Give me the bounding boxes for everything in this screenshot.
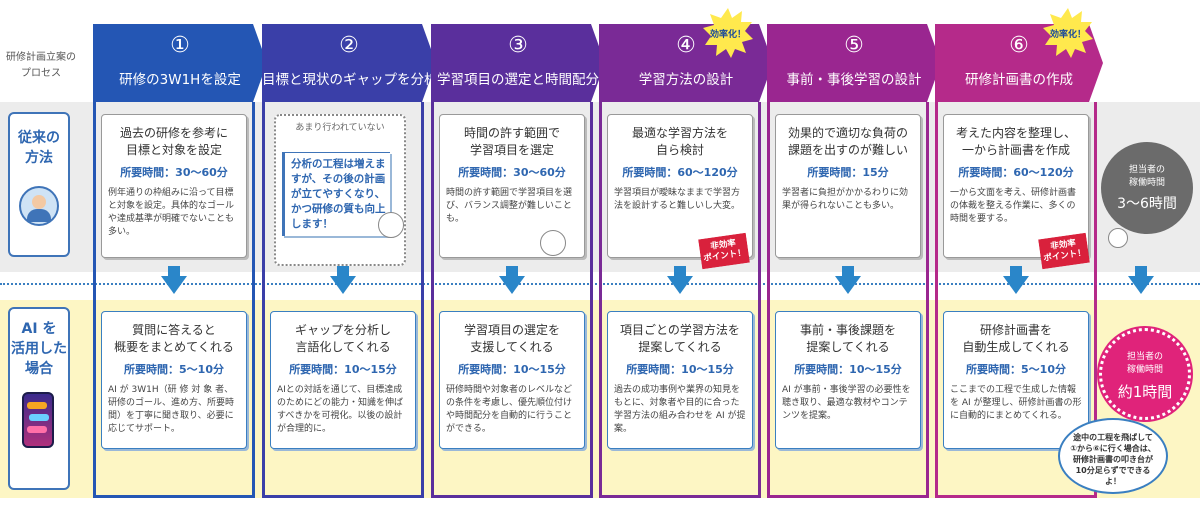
old-total-value: 3～6時間: [1117, 196, 1177, 212]
ai-card-desc: AI が事前・事後学習の必要性を聴き取り、最適な教材やコンテンツを提案。: [782, 385, 911, 421]
old-card-time: 所要時間：60～120分: [622, 166, 738, 179]
ai-card-time: 所要時間：5～10分: [966, 363, 1066, 376]
old-card-heading: 考えた内容を整理し、 一から計画書を作成: [955, 126, 1076, 157]
old-card-heading: 効果的で適切な負荷の 課題を出すのが難しい: [787, 126, 908, 157]
worker-icon: [19, 186, 59, 226]
down-arrow: [499, 266, 525, 294]
step-2-header: ② 目標と現状のギャップを分析: [262, 24, 436, 102]
step-2-number: ②: [339, 33, 359, 58]
row-label-ai-text: AI を 活用した 場合: [11, 321, 67, 377]
ai-card-2: ギャップを分析し 言語化してくれる 所要時間：10～15分 AIとの対話を通じて…: [270, 311, 416, 449]
down-arrow: [835, 266, 861, 294]
character-icon: [1108, 228, 1128, 248]
down-arrow: [161, 266, 187, 294]
ai-card-desc: AIとの対話を通じて、目標達成のためにどの能力・知識を伸ばすべきかを可視化。以後…: [277, 385, 404, 434]
process-label: 研修計画立案の プロセス: [6, 52, 76, 79]
ai-total-value: 約1時間: [1117, 383, 1173, 401]
ai-card-time: 所要時間：10～15分: [626, 363, 734, 376]
row-label-ai: AI を 活用した 場合: [8, 307, 70, 490]
old-card-desc: 学習者に負担がかかるわりに効果が得られないことも多い。: [782, 188, 909, 211]
step-1-title: 研修の3W1Hを設定: [119, 72, 241, 88]
ai-card-heading: 質問に答えると 概要をまとめてくれる: [114, 323, 234, 354]
old-card-heading: 時間の許す範囲で 学習項目を選定: [463, 126, 560, 157]
step-6-column: [935, 102, 1097, 498]
step-3-column: [431, 102, 593, 498]
old-card-heading: 最適な学習方法を 自ら検討: [631, 126, 728, 157]
shortcut-note-cloud: 途中の工程を飛ばして①から⑥に行く場合は、研修計画書の叩き台が10分足らずででき…: [1058, 418, 1168, 494]
step-5-header: ⑤ 事前・事後学習の設計: [767, 24, 941, 102]
character-icon: [378, 212, 404, 238]
character-icon: [540, 230, 566, 256]
old-card-desc: 例年通りの枠組みに沿って目標と対象を設定。具体的なゴールや達成基準が明確でないこ…: [108, 188, 235, 237]
ai-card-desc: ここまでの工程で生成した情報を AI が整理し、研修計画書の形に自動的にまとめて…: [950, 385, 1082, 421]
step-5-title: 事前・事後学習の設計: [786, 72, 922, 88]
old-card-time: 所要時間：15分: [807, 166, 889, 179]
efficiency-burst-text: 効率化！: [709, 29, 746, 40]
old-card-desc: 一から文面を考え、研修計画書の体裁を整える作業に、多くの時間を要する。: [950, 188, 1077, 224]
ai-card-desc: 研修時間や対象者のレベルなどの条件を考慮し、優先順位付けや時間配分を自動的に行う…: [446, 385, 573, 434]
down-arrow: [330, 266, 356, 294]
step-3-title: 学習項目の選定と時間配分: [437, 72, 599, 88]
ai-card-desc: AI が 3W1H（研 修 対 象 者、研修のゴール、進め方、所要時間）を丁寧に…: [108, 385, 235, 434]
analysis-note: 分析の工程は増えますが、その後の計画が立てやすくなり、かつ研修の質も向上します！: [282, 152, 390, 236]
old-card-time: 所要時間：60～120分: [958, 166, 1074, 179]
down-arrow: [1128, 266, 1154, 294]
step-6-header: ⑥ 研修計画書の作成: [935, 24, 1103, 102]
rarely-done-label: あまり行われていない: [295, 123, 385, 133]
step-1-number: ①: [170, 33, 190, 58]
ai-card-1: 質問に答えると 概要をまとめてくれる 所要時間：5～10分 AI が 3W1H（…: [101, 311, 247, 449]
old-card-heading: 過去の研修を参考に 目標と対象を設定: [119, 126, 228, 157]
ai-chat-phone-icon: [22, 392, 54, 448]
old-card-time: 所要時間：30～60分: [458, 166, 566, 179]
old-card-4: 最適な学習方法を 自ら検討 所要時間：60～120分 学習項目が曖昧なままで学習…: [607, 114, 753, 258]
step-6-title: 研修計画書の作成: [965, 72, 1073, 88]
ai-card-heading: 事前・事後課題を 提案してくれる: [799, 323, 896, 354]
step-5-number: ⑤: [844, 33, 864, 58]
ai-card-3: 学習項目の選定を 支援してくれる 所要時間：10～15分 研修時間や対象者のレベ…: [439, 311, 585, 449]
row-label-old: 従来の 方法: [8, 112, 70, 257]
old-card-desc: 時間の許す範囲で学習項目を選び、バランス調整が難しいことも。: [446, 188, 573, 224]
down-arrow: [1003, 266, 1029, 294]
old-card-5: 効果的で適切な負荷の 課題を出すのが難しい 所要時間：15分 学習者に負担がかか…: [775, 114, 921, 258]
row-label-old-text: 従来の 方法: [18, 130, 60, 166]
ai-total-label: 担当者の 稼働時間: [1126, 352, 1163, 375]
ai-card-time: 所要時間：5～10分: [124, 363, 224, 376]
step-4-title: 学習方法の設計: [638, 72, 734, 88]
ai-card-desc: 過去の成功事例や業界の知見をもとに、対象者や目的に合った学習方法の組み合わせを …: [614, 385, 746, 434]
ai-card-time: 所要時間：10～15分: [289, 363, 397, 376]
old-card-6: 考えた内容を整理し、 一から計画書を作成 所要時間：60～120分 一から文面を…: [943, 114, 1089, 258]
old-total-time-bubble: 担当者の 稼働時間 3～6時間: [1101, 142, 1193, 234]
step-5-column: [767, 102, 929, 498]
down-arrow: [667, 266, 693, 294]
ai-card-time: 所要時間：10～15分: [794, 363, 902, 376]
step-2-title: 目標と現状のギャップを分析: [262, 72, 438, 88]
old-card-2-dashed: あまり行われていない 分析の工程は増えますが、その後の計画が立てやすくなり、かつ…: [274, 114, 406, 266]
step-1-column: [93, 102, 255, 498]
ai-card-5: 事前・事後課題を 提案してくれる 所要時間：10～15分 AI が事前・事後学習…: [775, 311, 921, 449]
ai-card-4: 項目ごとの学習方法を 提案してくれる 所要時間：10～15分 過去の成功事例や業…: [607, 311, 753, 449]
step-3-header: ③ 学習項目の選定と時間配分: [431, 24, 605, 102]
step-3-number: ③: [508, 33, 528, 58]
step-4-number: ④: [676, 33, 696, 58]
ai-card-heading: 研修計画書を 自動生成してくれる: [962, 323, 1070, 354]
ai-card-heading: ギャップを分析し 言語化してくれる: [294, 323, 391, 354]
shortcut-note-text: 途中の工程を飛ばして①から⑥に行く場合は、研修計画書の叩き台が10分足らずででき…: [1070, 433, 1156, 486]
ai-total-time-bubble: 担当者の 稼働時間 約1時間: [1099, 328, 1191, 420]
efficiency-burst-text: 効率化！: [1049, 29, 1086, 40]
step-6-number: ⑥: [1009, 33, 1029, 58]
old-card-time: 所要時間：30～60分: [120, 166, 228, 179]
ai-card-time: 所要時間：10～15分: [458, 363, 566, 376]
ai-card-heading: 学習項目の選定を 支援してくれる: [463, 323, 560, 354]
old-card-1: 過去の研修を参考に 目標と対象を設定 所要時間：30～60分 例年通りの枠組みに…: [101, 114, 247, 258]
old-total-label: 担当者の 稼働時間: [1128, 165, 1165, 188]
ai-card-6: 研修計画書を 自動生成してくれる 所要時間：5～10分 ここまでの工程で生成した…: [943, 311, 1089, 449]
ai-card-heading: 項目ごとの学習方法を 提案してくれる: [620, 323, 740, 354]
step-1-header: ① 研修の3W1Hを設定: [93, 24, 267, 102]
step-2-column: [262, 102, 424, 498]
step-4-column: [599, 102, 761, 498]
old-card-desc: 学習項目が曖昧なままで学習方法を設計すると難しいし大変。: [614, 188, 741, 211]
